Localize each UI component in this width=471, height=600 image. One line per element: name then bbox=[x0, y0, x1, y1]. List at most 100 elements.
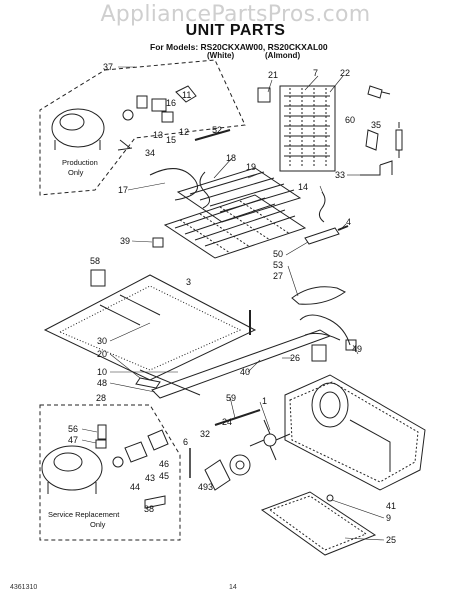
callout-24: 24 bbox=[222, 417, 232, 427]
part-tube bbox=[395, 122, 403, 158]
callout-34: 34 bbox=[145, 148, 155, 158]
callout-50: 50 bbox=[273, 249, 283, 259]
callout-38: 38 bbox=[144, 504, 154, 514]
callout-44: 44 bbox=[130, 482, 140, 492]
part-21 bbox=[257, 87, 271, 103]
callout-37: 37 bbox=[103, 62, 113, 72]
part-47 bbox=[95, 439, 107, 449]
callout-18: 18 bbox=[226, 153, 236, 163]
variant-white: (White) bbox=[207, 51, 235, 60]
callout-26: 26 bbox=[290, 353, 300, 363]
callout-493: 493 bbox=[198, 482, 213, 492]
callout-7: 7 bbox=[313, 68, 318, 78]
wire-harness bbox=[299, 314, 351, 346]
part-50 bbox=[304, 227, 340, 245]
condenser-coil bbox=[279, 85, 336, 172]
footer-page-number: 14 bbox=[229, 584, 237, 591]
fan-motor bbox=[204, 454, 251, 491]
part-56 bbox=[97, 424, 107, 440]
part-58 bbox=[90, 269, 106, 287]
relay-overload-parts bbox=[117, 85, 197, 151]
drain-pan bbox=[260, 491, 377, 556]
callout-20: 20 bbox=[97, 349, 107, 359]
part-17 bbox=[149, 168, 198, 201]
callout-21: 21 bbox=[268, 70, 278, 80]
callout-27: 27 bbox=[273, 271, 283, 281]
production-only-box: Production Only bbox=[39, 59, 246, 196]
callout-43: 43 bbox=[145, 473, 155, 483]
callout-12: 12 bbox=[179, 127, 189, 137]
watermark: AppliancePartsPros.com bbox=[100, 2, 371, 27]
footer-part-number: 4361310 bbox=[10, 584, 38, 591]
callout-17: 17 bbox=[118, 185, 128, 195]
part-4 bbox=[337, 225, 349, 231]
part-18 bbox=[199, 171, 210, 209]
callout-60: 60 bbox=[345, 115, 355, 125]
callout-39: 39 bbox=[120, 236, 130, 246]
callout-13: 13 bbox=[153, 130, 163, 140]
callout-41: 41 bbox=[386, 501, 396, 511]
variant-almond: (Almond) bbox=[265, 51, 301, 60]
callout-48: 48 bbox=[97, 378, 107, 388]
callout-32: 32 bbox=[200, 429, 210, 439]
callout-15: 15 bbox=[166, 135, 176, 145]
callout-40: 40 bbox=[240, 367, 250, 377]
callout-25: 25 bbox=[386, 535, 396, 545]
part-thermistor bbox=[367, 85, 391, 99]
callout-22: 22 bbox=[340, 68, 350, 78]
part-41 bbox=[326, 494, 334, 502]
callout-58: 58 bbox=[90, 256, 100, 266]
callout-35: 35 bbox=[371, 120, 381, 130]
callout-14: 14 bbox=[298, 182, 308, 192]
callout-47: 47 bbox=[68, 435, 78, 445]
part-20 bbox=[135, 377, 161, 389]
evaporator-3 bbox=[163, 194, 307, 259]
callout-1: 1 bbox=[262, 396, 267, 406]
service-replacement-label-2: Only bbox=[90, 520, 106, 529]
page-title: UNIT PARTS bbox=[185, 22, 286, 39]
part-38 bbox=[144, 495, 166, 509]
base-frame bbox=[43, 274, 257, 396]
production-only-label-2: Only bbox=[68, 168, 84, 177]
callout-49: 49 bbox=[352, 344, 362, 354]
callout-59: 59 bbox=[226, 393, 236, 403]
callout-9: 9 bbox=[386, 513, 391, 523]
part-27 bbox=[291, 286, 346, 305]
part-43 bbox=[124, 441, 148, 463]
callout-19: 19 bbox=[246, 162, 256, 172]
part-39 bbox=[152, 237, 164, 248]
callout-52: 52 bbox=[212, 125, 222, 135]
callout-numbers: 37 21 7 22 11 16 13 15 12 34 52 60 35 18… bbox=[68, 62, 396, 545]
part-46 bbox=[147, 429, 169, 451]
compressor-service bbox=[41, 445, 103, 494]
part-49 bbox=[345, 339, 357, 351]
callout-30: 30 bbox=[97, 336, 107, 346]
service-replacement-box: Service Replacement Only bbox=[39, 404, 181, 541]
part-14 bbox=[318, 191, 326, 223]
callout-3: 3 bbox=[186, 277, 191, 287]
callout-11: 11 bbox=[182, 90, 191, 100]
part-60 bbox=[365, 129, 379, 151]
model-list: For Models: RS20CKXAW00, RS20CKXAL00 bbox=[150, 42, 328, 52]
callout-28: 28 bbox=[96, 393, 106, 403]
part-40 bbox=[151, 329, 332, 399]
callout-16: 16 bbox=[166, 98, 176, 108]
leader-lines bbox=[81, 66, 385, 541]
fan-blade bbox=[249, 419, 291, 461]
production-only-label-1: Production bbox=[62, 158, 98, 167]
callout-4: 4 bbox=[346, 217, 351, 227]
part-52 bbox=[194, 129, 231, 141]
compressor-production bbox=[51, 108, 105, 150]
callout-56: 56 bbox=[68, 424, 78, 434]
part-26 bbox=[311, 344, 327, 362]
part-44 bbox=[112, 456, 124, 468]
evaporator-coil bbox=[176, 167, 302, 223]
part-33 bbox=[360, 160, 393, 176]
callout-6: 6 bbox=[183, 437, 188, 447]
compressor-base-pan bbox=[284, 374, 426, 491]
callout-53: 53 bbox=[273, 260, 283, 270]
callout-45: 45 bbox=[159, 471, 169, 481]
callout-10: 10 bbox=[97, 367, 107, 377]
callout-46: 46 bbox=[159, 459, 169, 469]
